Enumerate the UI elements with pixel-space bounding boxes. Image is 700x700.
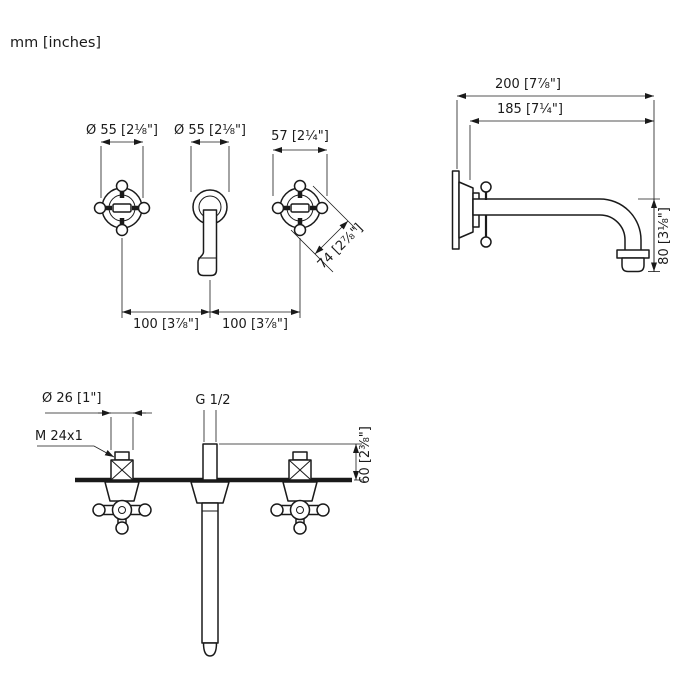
right-handle-front (273, 181, 328, 236)
dim-label-mounting-depth: 60 [2⅜"] (358, 426, 373, 484)
front-view: Ø 55 [2⅛"] Ø 55 [2⅛"] 57 [2¼"] 74 [2⅞"] … (86, 123, 366, 332)
dim-label-spout-projection: 185 [7¼"] (497, 102, 563, 117)
handle-ball-bottom-side (480, 236, 492, 248)
handle-ball-top-side (480, 181, 492, 193)
plan-dimensions: Ø 26 [1"] M 24x1 G 1/2 60 [2⅜"] (35, 391, 373, 484)
spout-side (451, 170, 650, 273)
spout-front (192, 189, 228, 277)
dim-label-left-handle-dia: Ø 55 [2⅛"] (86, 123, 158, 138)
dim-label-spout-rosette-dia: Ø 55 [2⅛"] (174, 123, 246, 138)
dim-label-spacing-right: 100 [3⅞"] (222, 317, 288, 332)
dim-label-total-projection: 200 [7⅞"] (495, 77, 561, 92)
spout-plan (190, 443, 230, 657)
units-label: mm [inches] (10, 35, 101, 51)
dim-label-rosette-dia: Ø 26 [1"] (42, 391, 101, 406)
dim-label-right-handle-width: 57 [2¼"] (271, 129, 329, 144)
dim-label-connection: G 1/2 (195, 393, 230, 408)
right-valve-plan (270, 451, 330, 535)
dim-label-spacing-left: 100 [3⅞"] (133, 317, 199, 332)
dim-label-drop-height: 80 [3⅛"] (657, 207, 672, 265)
left-handle-front (95, 181, 150, 236)
dim-label-thread: M 24x1 (35, 429, 83, 444)
side-view: 200 [7⅞"] 185 [7¼"] 80 [3⅛"] (451, 77, 672, 273)
plan-view: Ø 26 [1"] M 24x1 G 1/2 60 [2⅜"] (35, 391, 373, 657)
side-dimensions: 200 [7⅞"] 185 [7¼"] 80 [3⅛"] (456, 77, 672, 272)
left-valve-plan (92, 451, 152, 535)
